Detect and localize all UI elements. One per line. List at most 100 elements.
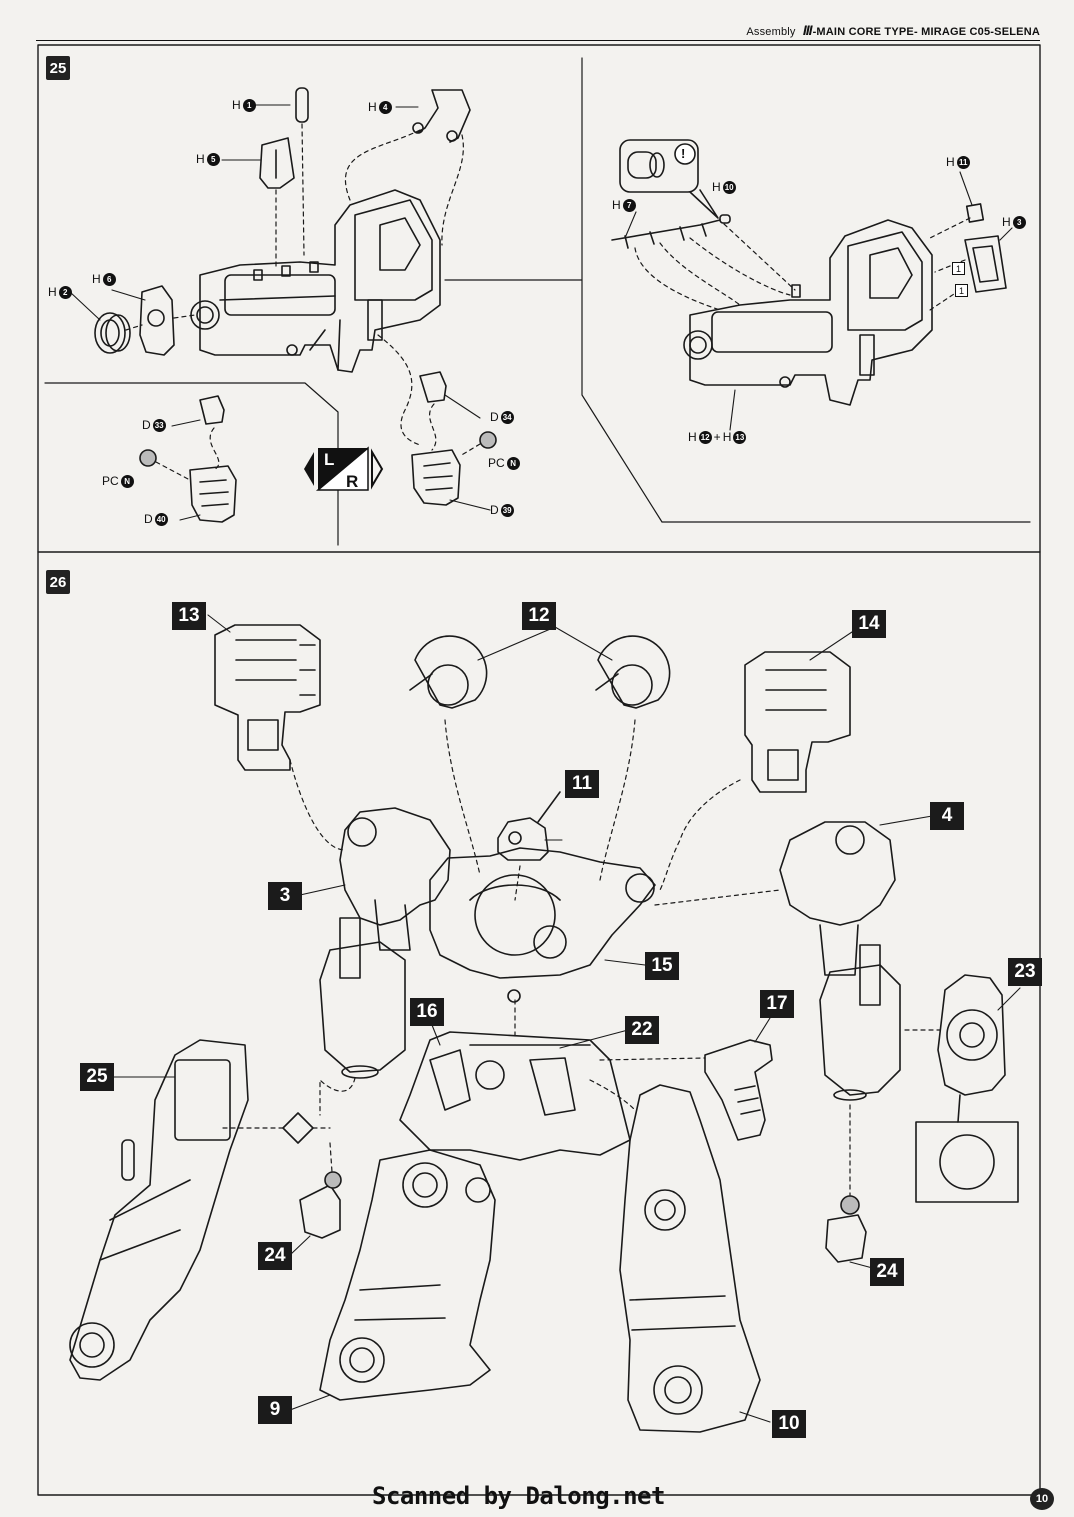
leg10-drawing [619, 1084, 761, 1433]
caution-icon: ! [681, 146, 686, 161]
lr-left-letter: L [324, 450, 335, 469]
label-h10-num: 10 [722, 180, 736, 194]
label-pcn-right-prefix: PC [488, 456, 505, 470]
label-h6-num: 6 [102, 272, 116, 286]
part-h4-handle [412, 89, 471, 143]
hand-left-drawing [139, 395, 237, 523]
arm3-drawing [319, 807, 451, 1079]
part-h11-tab [965, 203, 985, 223]
callout-10: 10 [772, 1410, 806, 1438]
label-h13-num: 13 [733, 430, 747, 444]
hand-right-drawing [411, 371, 497, 506]
marker-box-b: 1 [955, 284, 968, 297]
label-h10-prefix: H [712, 180, 721, 194]
callout-24-left: 24 [258, 1242, 292, 1270]
label-h1-num: 1 [242, 98, 256, 112]
label-h12-prefix: H [688, 430, 697, 444]
label-h5-prefix: H [196, 152, 205, 166]
leg9-drawing [319, 1149, 496, 1401]
callout-23: 23 [1008, 958, 1042, 986]
callout-3: 3 [268, 882, 302, 910]
part17-drawing [704, 1039, 773, 1141]
part12-drawing [409, 635, 671, 709]
callout-15: 15 [645, 952, 679, 980]
label-pcn-right-num: N [506, 456, 520, 470]
label-pcn-left-num: N [120, 474, 134, 488]
part-h5-plate [259, 137, 295, 189]
label-d39-prefix: D [490, 503, 499, 517]
label-d39-num: 39 [500, 503, 514, 517]
part14-drawing [744, 651, 851, 793]
label-d34-prefix: D [490, 410, 499, 424]
hand24-left-drawing [299, 1171, 342, 1239]
callout-13: 13 [172, 602, 206, 630]
callout-22: 22 [625, 1016, 659, 1044]
page-header: Assembly III-MAIN CORE TYPE- MIRAGE C05-… [746, 22, 1040, 38]
scan-credit: Scanned by Dalong.net [372, 1482, 665, 1510]
part13-drawing [214, 624, 321, 771]
part-h2-ring [94, 312, 131, 354]
label-h2-prefix: H [48, 285, 57, 299]
hand24-right-drawing [825, 1195, 867, 1263]
marker-box-a: 1 [952, 262, 965, 275]
header-assembly: Assembly [746, 26, 796, 38]
callout-16: 16 [410, 998, 444, 1026]
torso-drawing [429, 847, 656, 1003]
label-pcn-left-prefix: PC [102, 474, 119, 488]
label-h7-prefix: H [612, 198, 621, 212]
callout-4: 4 [930, 802, 964, 830]
part-h3-frame [964, 235, 1007, 293]
marker-box-a-num: 1 [952, 262, 965, 275]
callout-9: 9 [258, 1396, 292, 1424]
label-h12-num: 12 [698, 430, 712, 444]
part11-drawing [497, 791, 561, 861]
part23-drawing [915, 974, 1019, 1203]
callout-14: 14 [852, 610, 886, 638]
label-h11-prefix: H [946, 155, 955, 169]
label-d34-num: 34 [500, 410, 514, 424]
arm4-drawing [779, 821, 901, 1101]
caution-bubble [619, 139, 719, 219]
callout-12: 12 [522, 602, 556, 630]
label-h13-prefix: H [722, 430, 732, 444]
caution-mark: ! [681, 146, 685, 161]
label-h2-num: 2 [58, 285, 72, 299]
step-26-badge: 26 [46, 570, 70, 594]
header-rule [36, 40, 1040, 41]
part-h6-bracket [139, 285, 175, 356]
header-roman-numeral: III [802, 22, 813, 38]
label-plus: + [713, 430, 721, 444]
callout-25: 25 [80, 1063, 114, 1091]
label-d40-prefix: D [144, 512, 153, 526]
label-d33-prefix: D [142, 418, 151, 432]
label-h4-num: 4 [378, 100, 392, 114]
gun-right-drawing [683, 219, 933, 406]
step-25-badge: 25 [46, 56, 70, 80]
label-d40-num: 40 [154, 512, 168, 526]
part-h7-rail [611, 219, 721, 249]
label-h11-num: 11 [956, 155, 970, 169]
label-h5-num: 5 [206, 152, 220, 166]
page-number: 10 [1030, 1488, 1054, 1510]
label-h1-prefix: H [232, 98, 241, 112]
part-h1-pin [295, 87, 309, 123]
marker-box-b-num: 1 [955, 284, 968, 297]
part-h10-cap [719, 214, 731, 224]
gun-left-drawing [190, 189, 441, 373]
label-h3-num: 3 [1012, 215, 1026, 229]
lr-right-letter: R [346, 472, 359, 491]
